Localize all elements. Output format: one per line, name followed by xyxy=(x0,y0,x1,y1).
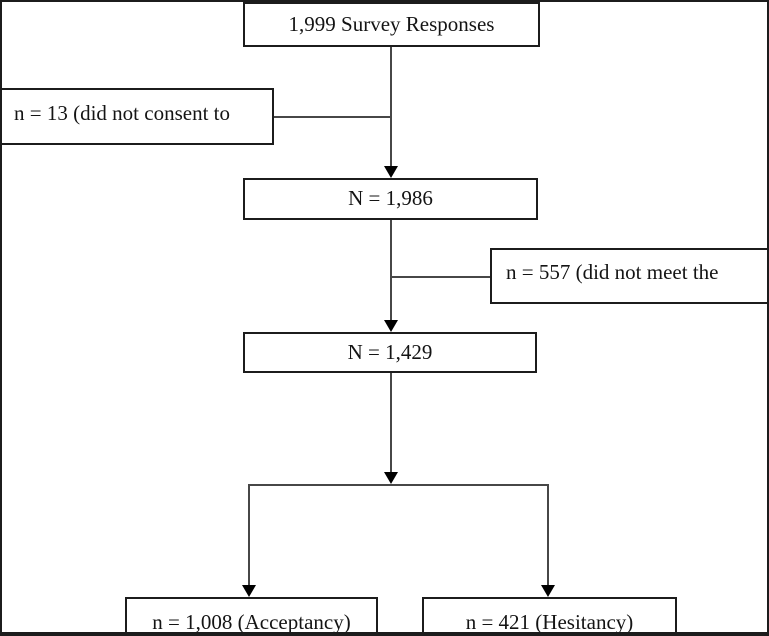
connector-consented-to-eligible xyxy=(390,220,392,320)
arrowhead-down-into-consented-icon xyxy=(384,166,398,178)
node-excluded-no-consent: n = 13 (did not consent to xyxy=(0,88,274,145)
connector-branch-not-meet xyxy=(390,276,490,278)
connector-split-horizontal xyxy=(248,484,549,486)
node-excluded-not-meet-criteria: n = 557 (did not meet the xyxy=(490,248,769,304)
connector-split-to-acceptancy xyxy=(248,484,250,585)
node-consented-sample: N = 1,986 xyxy=(243,178,538,220)
node-eligible-sample: N = 1,429 xyxy=(243,332,537,373)
arrowhead-down-into-hesitancy-icon xyxy=(541,585,555,597)
arrowhead-down-into-eligible-icon xyxy=(384,320,398,332)
node-total-survey-responses: 1,999 Survey Responses xyxy=(243,2,540,47)
node-hesitancy-group: n = 421 (Hesitancy) xyxy=(422,597,677,636)
node-acceptancy-group: n = 1,008 (Acceptancy) xyxy=(125,597,378,636)
connector-split-to-hesitancy xyxy=(547,484,549,585)
arrowhead-down-into-acceptancy-icon xyxy=(242,585,256,597)
arrowhead-down-into-split-icon xyxy=(384,472,398,484)
connector-eligible-to-split xyxy=(390,372,392,472)
connector-total-to-consented xyxy=(390,46,392,166)
connector-branch-no-consent xyxy=(272,116,392,118)
